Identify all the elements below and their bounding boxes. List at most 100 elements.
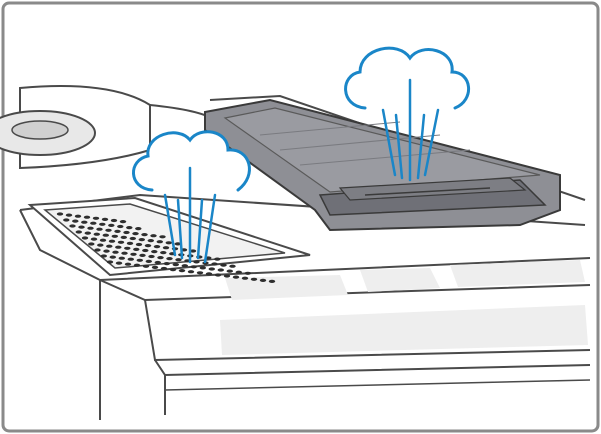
grille-hole	[69, 224, 76, 228]
grille-hole	[90, 221, 97, 225]
grille-hole	[106, 260, 114, 264]
grille-hole	[63, 218, 70, 222]
grille-hole	[226, 269, 233, 273]
grille-hole	[56, 212, 64, 216]
grille-hole	[142, 248, 149, 253]
grille-hole	[65, 213, 73, 217]
grille-hole	[148, 254, 155, 259]
grille-hole	[84, 231, 92, 235]
grille-hole	[144, 244, 152, 248]
grille-hole	[169, 268, 177, 272]
grille-tray	[27, 196, 311, 283]
grille-hole	[190, 265, 197, 269]
grille-hole	[99, 238, 107, 242]
grille-hole	[220, 263, 227, 267]
grille-hole	[83, 215, 91, 219]
grille-hole	[75, 230, 83, 234]
grille-hole	[115, 261, 123, 265]
grille-hole	[119, 220, 127, 224]
grille-hole	[151, 265, 159, 269]
grille-hole	[141, 233, 148, 237]
grille-hole	[154, 260, 161, 265]
grille-hole	[126, 241, 134, 245]
grille-hole	[268, 279, 276, 283]
grille-hole	[153, 245, 161, 249]
grille-hole	[163, 262, 170, 266]
grille-hole	[124, 262, 132, 266]
grille-hole	[88, 242, 95, 246]
grille-hole	[142, 264, 150, 268]
grille-hole	[235, 270, 242, 274]
grille-hole	[109, 255, 117, 259]
grille-hole	[150, 234, 157, 238]
grille-hole	[160, 266, 168, 271]
grille-hole	[108, 223, 115, 227]
grille-hole	[93, 232, 101, 236]
grille-hole	[189, 249, 197, 253]
grille-hole	[229, 264, 236, 268]
grille-hole	[92, 216, 100, 220]
grille-hole	[166, 257, 173, 261]
grille-hole	[99, 222, 106, 226]
grille-hole	[132, 232, 139, 236]
grille-hole	[111, 234, 119, 238]
grille-hole	[81, 236, 89, 240]
grille-hole	[101, 217, 109, 221]
grille-hole	[259, 278, 267, 282]
grille-hole	[139, 253, 146, 257]
grille-hole	[162, 246, 170, 250]
grille-hole	[110, 218, 118, 223]
grille-hole	[102, 233, 110, 237]
grille-hole	[130, 252, 137, 256]
grille-hole	[178, 269, 186, 273]
grille-hole	[187, 270, 195, 274]
grille-hole	[211, 262, 218, 266]
grille-hole	[175, 258, 182, 262]
round-dish	[0, 85, 216, 170]
grille-hole	[87, 226, 94, 230]
grille-hole	[205, 272, 213, 276]
grille-hole	[160, 251, 167, 255]
grille-hole	[157, 256, 164, 260]
grille-hole	[156, 240, 163, 244]
grille-hole	[217, 268, 224, 272]
steam-icon	[344, 46, 471, 182]
grille-hole	[138, 238, 145, 242]
grille-hole	[108, 239, 116, 243]
grille-hole	[193, 260, 200, 264]
steam-icon	[132, 130, 251, 264]
grille-hole	[94, 248, 101, 252]
grille-hole	[208, 267, 215, 271]
grille-hole	[124, 246, 131, 250]
grille-hole	[97, 243, 104, 247]
grille-hole	[165, 241, 172, 245]
grille-hole	[118, 256, 126, 260]
grille-hole	[241, 276, 249, 280]
grille-hole	[78, 225, 85, 229]
grille-hole	[147, 239, 154, 243]
grille-hole	[117, 224, 124, 229]
grille-hole	[135, 242, 143, 247]
grille-hole	[90, 237, 98, 241]
grille-hole	[127, 257, 134, 261]
grille-hole	[96, 227, 103, 231]
grille-hole	[81, 220, 88, 224]
grille-hole	[244, 271, 251, 275]
grille-hole	[117, 240, 125, 244]
grille-hole	[199, 266, 206, 270]
grille-hole	[121, 251, 128, 255]
grille-hole	[181, 264, 188, 268]
grille-hole	[112, 250, 119, 254]
grille-hole	[106, 244, 113, 248]
grille-hole	[133, 263, 141, 267]
grille-hole	[105, 228, 112, 232]
grille-hole	[159, 235, 166, 239]
grille-hole	[174, 242, 181, 246]
grille-hole	[214, 273, 222, 277]
grille-hole	[196, 271, 204, 275]
grille-hole	[151, 250, 158, 254]
tank-lid	[204, 98, 561, 232]
grille-hole	[103, 249, 110, 253]
